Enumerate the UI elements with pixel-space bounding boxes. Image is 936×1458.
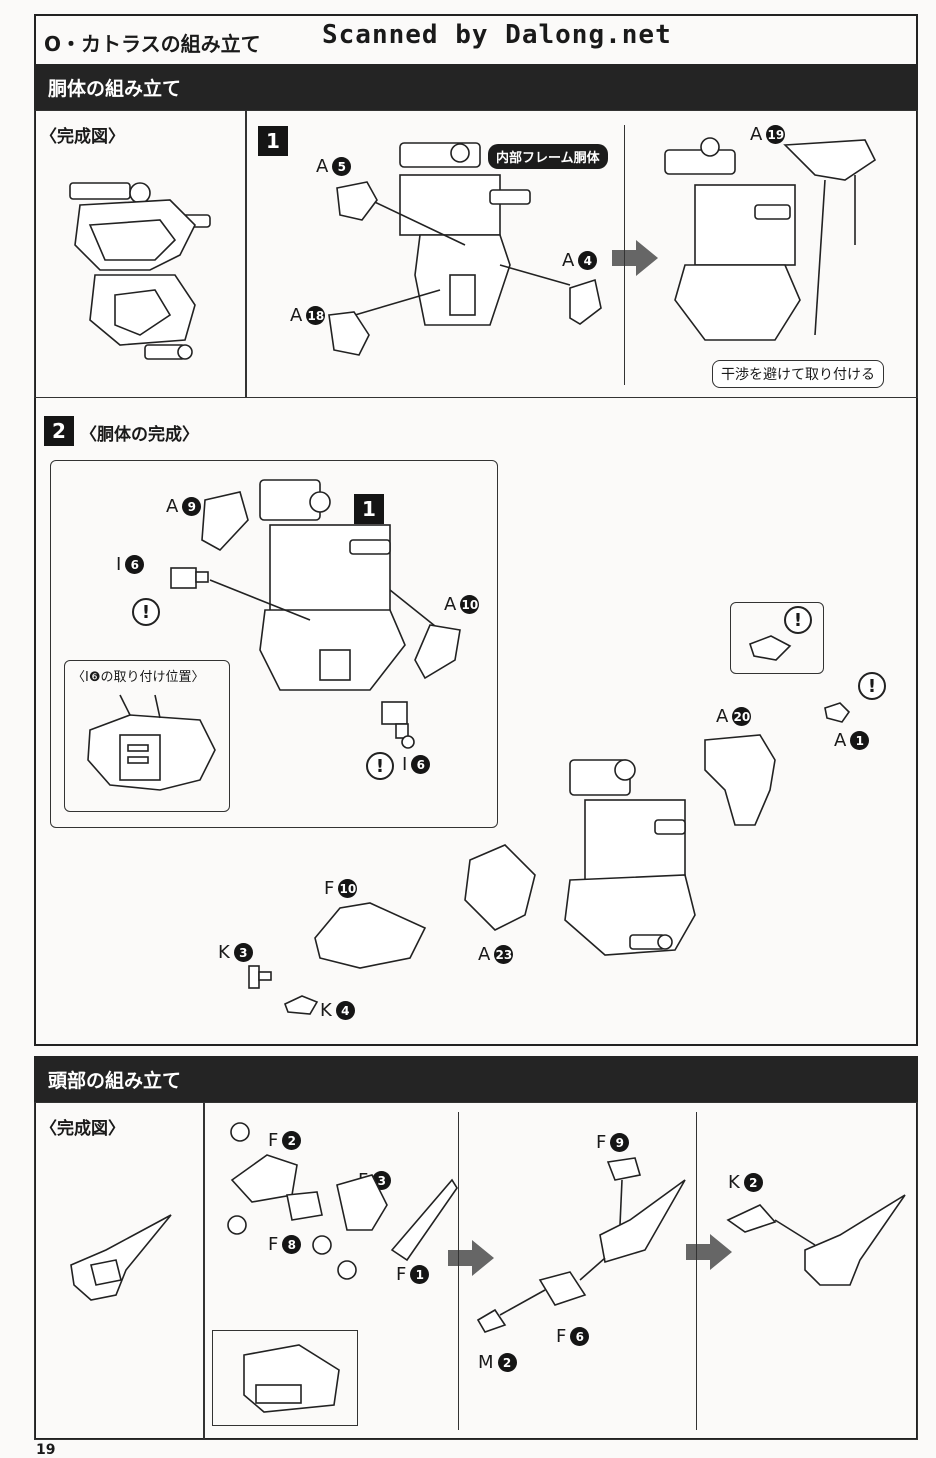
step1-cell xyxy=(246,110,918,398)
part-label-k2: K 2 xyxy=(728,1172,763,1193)
torso-complete-cell xyxy=(34,110,246,398)
part-label-a20: A 20 xyxy=(716,706,752,727)
interference-note: 干渉を避けて取り付ける xyxy=(712,360,884,388)
part-label-a10: A 10 xyxy=(444,594,480,615)
step2-subassembly-box xyxy=(50,460,498,828)
a1-callout-box xyxy=(730,602,824,674)
head-steps-cell xyxy=(204,1102,918,1440)
part-label-k4: K 4 xyxy=(320,1000,355,1021)
part-a10-illustration xyxy=(414,624,461,680)
part-k3-illustration xyxy=(248,965,272,989)
part-label-f10: F 10 xyxy=(324,878,358,899)
part-k4-illustration xyxy=(283,995,319,1015)
step1-result-illustration xyxy=(664,137,877,341)
step2-number: 2 xyxy=(44,416,74,446)
part-a4-illustration xyxy=(569,278,602,325)
part-a20-illustration xyxy=(704,734,776,826)
step1-frame-illustration xyxy=(354,142,571,326)
part-label-a4: A 4 xyxy=(562,250,598,271)
head-complete-cell xyxy=(34,1102,204,1440)
part-label-m2: M 2 xyxy=(478,1352,517,1373)
part-label-f9: F 9 xyxy=(596,1132,630,1153)
head-f8-zoom-illustration xyxy=(243,1344,340,1413)
part-i6-top-illustration xyxy=(170,567,209,589)
step1-divider xyxy=(624,125,625,385)
torso-complete-label: 〈完成図〉 xyxy=(40,127,125,147)
step2-torso-illustration xyxy=(201,479,441,691)
part-a5-illustration xyxy=(336,181,378,221)
head-step-divider xyxy=(696,1112,697,1430)
head-step2-illustration xyxy=(476,1157,686,1333)
torso-bar-title: 胴体の組み立て xyxy=(48,77,182,100)
part-label-f8: F 8 xyxy=(268,1234,302,1255)
part-label-a9: A 9 xyxy=(166,496,202,517)
head-step-divider xyxy=(458,1112,459,1430)
part-label-f2: F 2 xyxy=(268,1130,302,1151)
head-complete-illustration xyxy=(70,1214,172,1301)
part-label-a18: A 18 xyxy=(290,305,326,326)
step2-ref-step: 1 xyxy=(354,494,384,524)
part-label-a5: A 5 xyxy=(316,156,352,177)
part-f10-illustration xyxy=(314,902,427,969)
torso-complete-illustration xyxy=(69,182,211,360)
part-label-f1: F 1 xyxy=(396,1264,430,1285)
i6-position-inset-title: 〈I❻の取り付け位置〉 xyxy=(72,670,205,685)
warning-icon: ! xyxy=(366,752,394,780)
step1-next-arrow xyxy=(612,240,658,276)
part-i6-bottom-illustration xyxy=(381,701,415,749)
warning-icon: ! xyxy=(132,598,160,626)
part-label-a1: A 1 xyxy=(834,730,870,751)
i6-position-inset-illustration xyxy=(87,694,216,791)
head-bar: 頭部の組み立て xyxy=(34,1056,918,1102)
head-complete-label: 〈完成図〉 xyxy=(40,1119,125,1139)
section-title: O・カトラスの組み立て xyxy=(44,32,261,56)
part-label-a19: A 19 xyxy=(750,124,786,145)
i6-position-inset xyxy=(64,660,230,812)
step2-main-torso-illustration xyxy=(564,759,696,956)
head-step-arrow xyxy=(686,1234,732,1270)
part-a23-illustration xyxy=(464,844,536,931)
a1-callout-illustration xyxy=(748,635,792,661)
head-step3-illustration xyxy=(726,1194,906,1286)
warning-icon: ! xyxy=(784,606,812,634)
part-label-i6-top: I 6 xyxy=(116,554,145,575)
part-label-f6: F 6 xyxy=(556,1326,590,1347)
step1-number: 1 xyxy=(258,126,288,156)
page-number: 19 xyxy=(36,1442,56,1458)
part-a1-illustration xyxy=(824,702,851,723)
part-label-a23: A 23 xyxy=(478,944,514,965)
head-parts-illustration xyxy=(227,1122,458,1280)
part-a18-illustration xyxy=(328,311,370,356)
warning-icon: ! xyxy=(858,672,886,700)
inner-frame-tag: 内部フレーム胴体 xyxy=(488,144,608,169)
head-f8-zoom-box xyxy=(212,1330,358,1426)
head-step-arrow xyxy=(448,1240,494,1276)
scan-watermark: Scanned by Dalong.net xyxy=(322,20,672,50)
part-label-i6-bottom: I 6 xyxy=(402,754,431,775)
step2-title: 〈胴体の完成〉 xyxy=(80,425,199,445)
head-bar-title: 頭部の組み立て xyxy=(48,1069,182,1092)
torso-section-frame xyxy=(34,14,918,1046)
torso-bar: 胴体の組み立て xyxy=(34,64,918,110)
part-label-k3: K 3 xyxy=(218,942,253,963)
